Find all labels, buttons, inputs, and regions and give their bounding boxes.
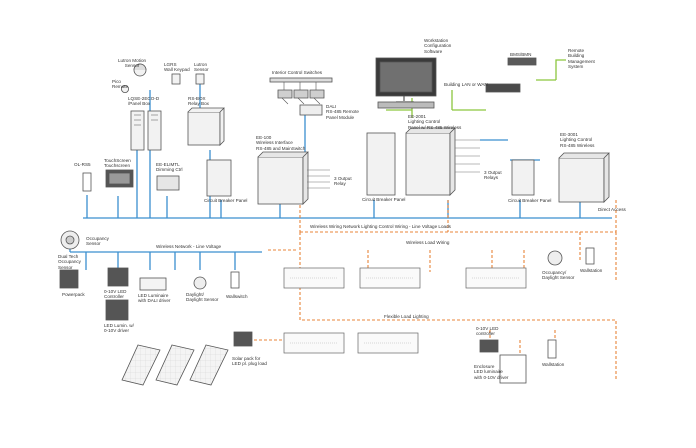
label-occ-right: Occupancy/ Daylight Sensor xyxy=(542,270,575,281)
gateway-box-icon xyxy=(507,57,537,66)
label-bus-caption: Wireless Network - Line Voltage xyxy=(156,244,222,249)
label-ee-100-panel: EE-100 Wireless Interface RS-485 and Mai… xyxy=(256,135,306,151)
label-main-panel: EE-2001 Lighting Control Panel w/ RS-485… xyxy=(408,114,462,130)
ee-100-panel xyxy=(257,156,304,205)
wall-keypad-icon xyxy=(171,73,181,85)
label-gateway: BMS/BMN xyxy=(510,52,532,57)
label-wallstation-right: Wallstation xyxy=(580,268,603,273)
top-left-devices xyxy=(121,63,225,151)
label-right-panel: EE-3001 Lighting Control RS-485 Wireless xyxy=(560,132,595,148)
label-dimming-ctrl: EE-ELIMTL Dimming Ctrl xyxy=(156,162,183,173)
led-controller-bottom-icon xyxy=(479,339,499,353)
label-enclosure: Enclosure LED luminaire with 0-10V drive… xyxy=(474,364,509,380)
label-relay-box: RS-BOX Relay Box xyxy=(188,96,209,107)
solar-pack-icon xyxy=(233,331,253,347)
label-relay-out: 3 Output Relays xyxy=(484,170,502,181)
circuit-breaker-panel-right xyxy=(511,159,535,196)
label-wall-keypad: LGRS Wall Keypad xyxy=(164,62,190,73)
pico-remote-icon xyxy=(121,85,130,94)
ee-3001-right-panel xyxy=(558,157,605,203)
wall-switch-icon xyxy=(230,271,240,289)
label-bms: Remote Building Management System xyxy=(568,48,595,70)
led-luminaire-small xyxy=(139,277,167,291)
wallstation-right-icon xyxy=(585,247,595,265)
circuit-breaker-panel-a xyxy=(206,159,232,197)
dimming-controller-icon xyxy=(156,175,180,191)
label-ee-relay: 3 Output Relay xyxy=(334,176,352,187)
label-solar-unit: Solar pack for LED pl. plug load xyxy=(232,356,267,367)
label-wallstation-bottom: Wallstation xyxy=(542,362,565,367)
led-luminaire-0-10v xyxy=(105,299,129,321)
label-led-lum: LED Luminaire with DALI driver xyxy=(138,293,171,304)
relay-box xyxy=(187,111,221,146)
network-switch-icon xyxy=(485,83,521,93)
circuit-breaker-panel-main xyxy=(366,132,396,196)
label-led-ctrl-bottom: 0-10V LED controller xyxy=(476,326,499,337)
right-field-devices xyxy=(479,247,595,384)
label-lower-bus-2: Flexible Load Lighting xyxy=(384,314,429,319)
label-touchscreen: TouchScreen Touchscreen xyxy=(104,158,131,169)
label-lower-bus: Wireless Load Wiring xyxy=(406,240,450,245)
left-field-devices xyxy=(59,169,240,321)
label-wallstation-left: OL-RS5 xyxy=(74,162,91,167)
label-interior-controls: Interior Control Switches xyxy=(272,70,323,75)
label-pico-remote: Pico Remote xyxy=(112,79,129,90)
label-dual-tech: Dual Tech Occupancy Sensor xyxy=(58,254,81,270)
occupancy-daylight-sensor-icon xyxy=(547,250,563,266)
label-wall-switch: Wallswitch xyxy=(226,294,248,299)
label-orange-bus: Wireless Wiring Network Lighting Control… xyxy=(310,224,451,229)
wallstation-left-icon xyxy=(82,172,92,192)
label-daylight: Daylight/ Daylight Sensor xyxy=(186,292,219,303)
enclosure-box xyxy=(499,354,527,384)
label-motion-sensor: Lutron Motion Sensor xyxy=(118,58,147,69)
daylight-sensor-icon xyxy=(193,276,207,290)
label-lutron-panel: LQSE-2ECO-D /Panel Box xyxy=(128,96,160,107)
label-led-wall: LED Lumin. w/ 0-10V driver xyxy=(104,323,134,334)
powerpack-icon xyxy=(59,269,79,289)
label-driver-module: DALI RS-485 Remote Panel Module xyxy=(326,104,359,120)
label-occ-top: Lutron Sensor xyxy=(194,62,209,73)
angled-led-panels xyxy=(121,331,253,386)
label-switch-ctrl: 0-10V LED Controller xyxy=(104,289,127,300)
label-occupancy-sensor: Occupancy Sensor xyxy=(86,236,109,247)
driver-module xyxy=(299,104,323,116)
keyboard-icon xyxy=(377,101,435,109)
label-powerpack: Powerpack xyxy=(62,292,85,297)
control-panels xyxy=(206,127,610,205)
wallstation-bottom-icon xyxy=(547,339,557,359)
label-building-lan: Building LAN or WAN xyxy=(444,82,488,87)
label-panel-note: Direct Access xyxy=(598,207,626,212)
workstation-area xyxy=(375,57,537,109)
label-circuit-panel-right: Circuit Breaker Panel xyxy=(508,198,552,203)
led-controller-icon xyxy=(107,267,129,287)
top-middle-lamps xyxy=(269,77,333,116)
ee-2001-main-panel xyxy=(405,132,451,196)
troffer-fixtures xyxy=(283,267,527,354)
label-circuit-panel-a: Circuit Breaker Panel xyxy=(204,198,248,203)
label-workstation: Workstation Configuration Software xyxy=(424,38,452,54)
lutron-panel-box xyxy=(130,110,145,151)
label-main-circuit: Circuit Breaker Panel xyxy=(362,197,406,202)
